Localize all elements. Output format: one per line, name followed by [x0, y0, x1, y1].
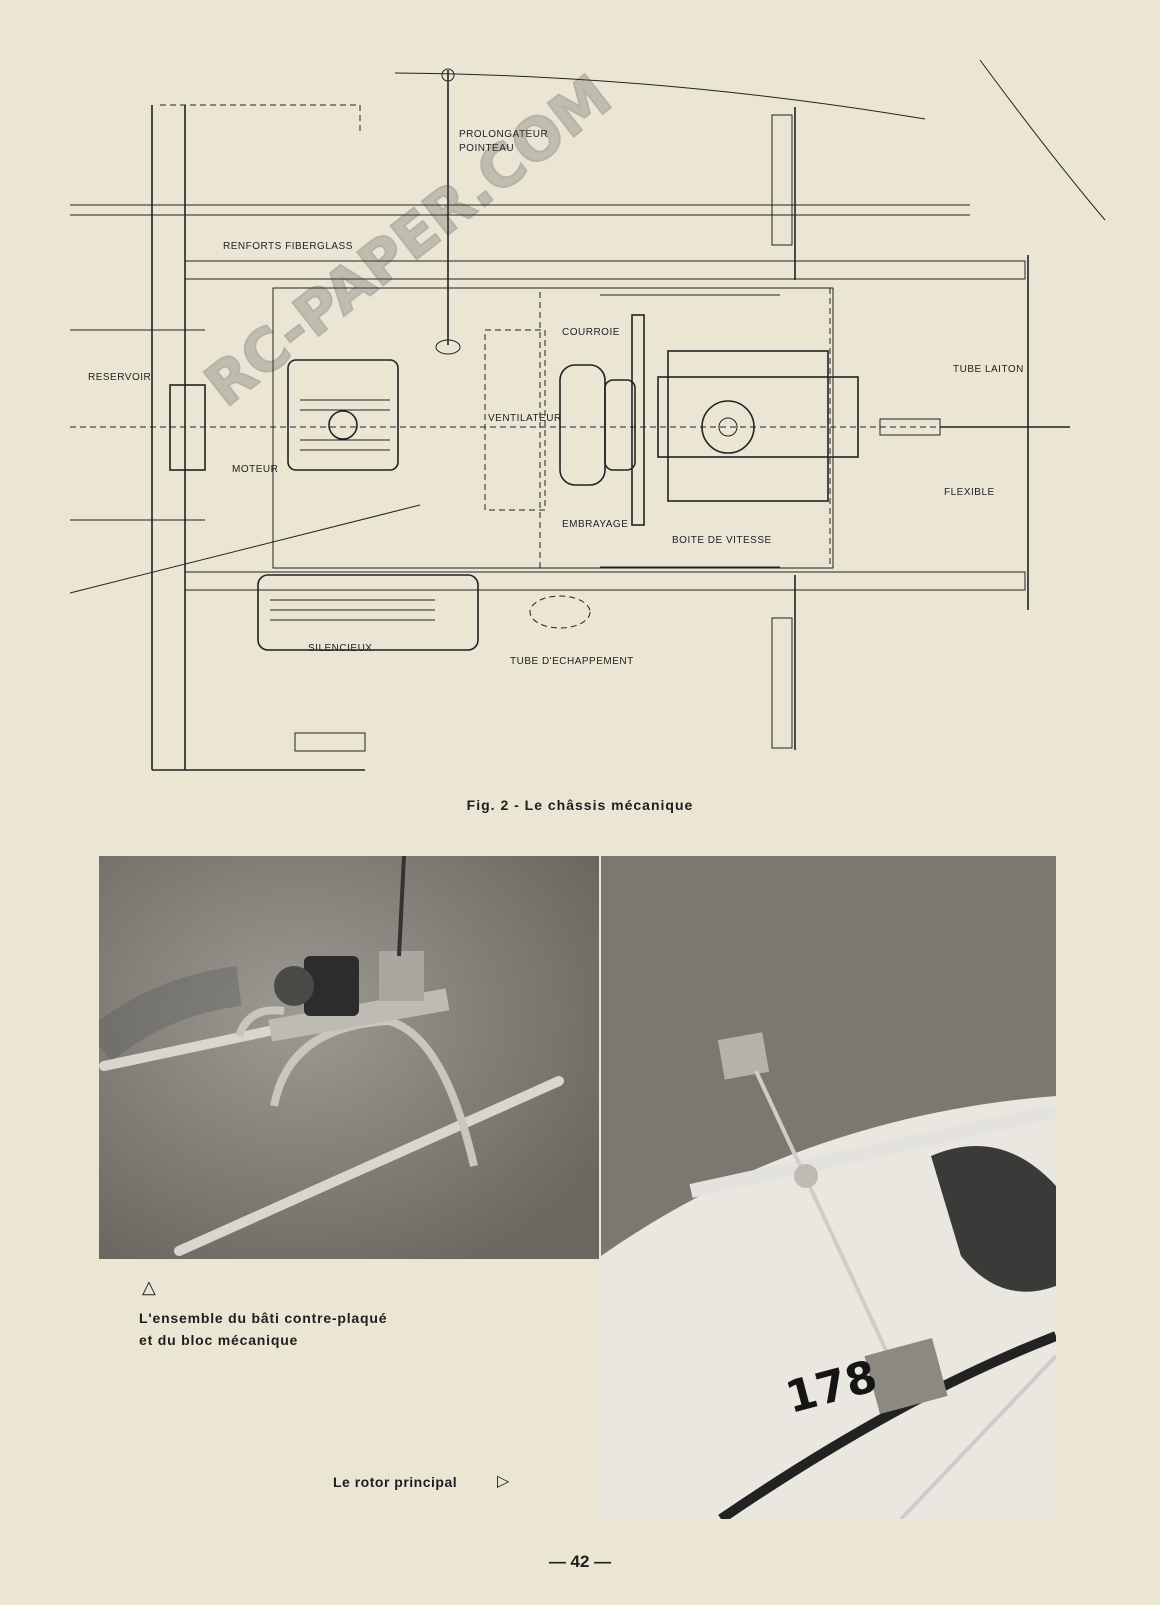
photo-main-rotor: 178 [601, 856, 1056, 1519]
rotor-caption: Le rotor principal [333, 1474, 458, 1490]
chassis-diagram: PROLONGATEUR POINTEAU RENFORTS FIBERGLAS… [69, 59, 1106, 771]
label-flexible: FLEXIBLE [944, 487, 995, 498]
left-caption-line2: et du bloc mécanique [139, 1332, 299, 1348]
engine-drawing [287, 359, 399, 471]
left-photo-caption: L'ensemble du bâti contre-plaqué et du b… [139, 1307, 387, 1351]
label-prolongateur: PROLONGATEUR [459, 129, 548, 140]
gearbox-drawing [657, 350, 859, 502]
label-renforts: RENFORTS FIBERGLASS [223, 241, 353, 252]
label-boite: BOITE DE VITESSE [672, 535, 772, 546]
figure-caption: Fig. 2 - Le châssis mécanique [466, 797, 694, 813]
label-moteur: MOTEUR [232, 464, 278, 475]
page-number: — 42 — [548, 1552, 612, 1571]
left-caption-line1: L'ensemble du bâti contre-plaqué [139, 1310, 388, 1326]
label-courroie: COURROIE [562, 327, 620, 338]
label-embrayage: EMBRAYAGE [562, 519, 628, 530]
marker-right-triangle: ▷ [497, 1473, 510, 1490]
label-reservoir: RESERVOIR [88, 372, 151, 383]
label-tube-laiton: TUBE LAITON [953, 364, 1024, 375]
label-tube-echappement: TUBE D'ECHAPPEMENT [510, 656, 634, 667]
label-silencieux: SILENCIEUX [308, 643, 372, 654]
label-ventilateur: VENTILATEUR [488, 413, 562, 424]
label-pointeau: POINTEAU [459, 143, 514, 154]
hatched-wall-top [184, 260, 1026, 591]
marker-up-triangle: △ [142, 1277, 156, 1297]
photo-frame-assembly [99, 856, 599, 1259]
muffler-drawing [257, 574, 591, 651]
